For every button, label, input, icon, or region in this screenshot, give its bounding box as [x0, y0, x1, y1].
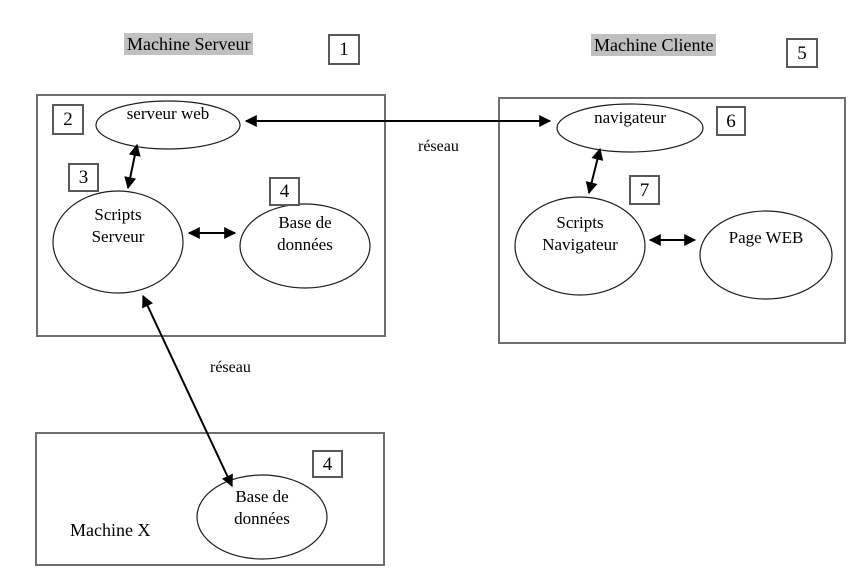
browser-ellipse	[556, 103, 704, 153]
step-badge-1: 1	[328, 34, 360, 65]
arrow-webserver-serverscripts	[124, 143, 141, 190]
machine-x-database-label: Base de données	[197, 486, 327, 530]
client-machine-title: Machine Cliente	[591, 34, 717, 56]
web-page-label: Page WEB	[728, 228, 804, 247]
server-database-label-line2: données	[277, 235, 333, 254]
server-scripts-ellipse	[52, 190, 184, 294]
arrow-browser-browserscripts	[585, 147, 604, 195]
browser-scripts-label-line2: Navigateur	[542, 235, 618, 254]
machine-x-database-ellipse	[196, 474, 328, 560]
server-scripts-label: Scripts Serveur	[53, 204, 183, 248]
step-badge-4-machine-x: 4	[312, 450, 343, 478]
browser-scripts-ellipse	[514, 196, 646, 296]
step-badge-7: 7	[629, 175, 660, 205]
web-server-label: serveur web	[126, 104, 210, 123]
server-scripts-label-line2: Serveur	[91, 227, 145, 246]
machine-x-database-label-line1: Base de	[235, 487, 289, 506]
network-label-top: réseau	[418, 138, 459, 155]
browser-scripts-label: Scripts Navigateur	[515, 212, 645, 256]
browser-scripts-label-line1: Scripts	[556, 213, 604, 232]
network-arrow-serverscripts-machinex-db	[142, 294, 233, 488]
server-scripts-label-line1: Scripts	[94, 205, 142, 224]
web-server-ellipse	[95, 100, 241, 150]
web-page-ellipse	[699, 210, 833, 300]
server-database-label: Base de données	[240, 212, 370, 256]
step-badge-4: 4	[269, 177, 300, 206]
step-badge-2: 2	[52, 104, 84, 135]
machine-x-title: Machine X	[70, 520, 151, 540]
server-machine-title: Machine Serveur	[124, 33, 254, 55]
step-badge-5: 5	[786, 38, 818, 68]
client-machine-frame	[498, 97, 846, 344]
browser-label: navigateur	[594, 108, 666, 127]
server-database-label-line1: Base de	[278, 213, 332, 232]
machine-x-database-label-line2: données	[234, 509, 290, 528]
step-badge-3: 3	[68, 163, 99, 192]
step-badge-6: 6	[716, 106, 746, 136]
server-database-ellipse	[239, 203, 371, 289]
network-label-bottom: réseau	[210, 359, 251, 376]
